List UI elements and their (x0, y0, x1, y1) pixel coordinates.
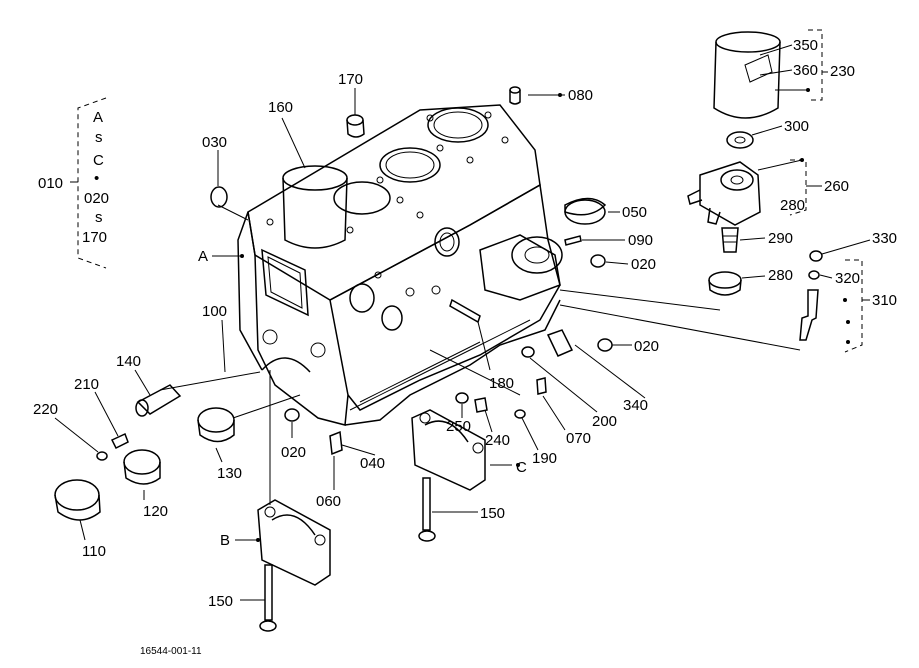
oil-pump-090 (511, 199, 606, 274)
label-080: 080 (568, 87, 593, 104)
label-350: 350 (793, 37, 818, 54)
label-330: 330 (872, 230, 897, 247)
plug-020-lower (597, 338, 613, 352)
stud-180 (449, 298, 481, 324)
main-bearing-case-B (257, 499, 331, 586)
label-240: 240 (485, 432, 510, 449)
camshaft-bushing-140 (135, 384, 182, 417)
plug-040 (329, 430, 343, 456)
label-150-lower: 150 (208, 593, 233, 610)
label-020-front: 020 (281, 444, 306, 461)
label-300: 300 (784, 118, 809, 135)
group-item-sep-1: s (95, 129, 103, 146)
cylinder-block-drawing (237, 104, 561, 426)
label-200: 200 (592, 413, 617, 430)
label-280-upper: 280 (780, 197, 805, 214)
bushing-110 (54, 479, 101, 521)
label-150-upper: 150 (480, 505, 505, 522)
plug-050 (564, 197, 607, 216)
label-210: 210 (74, 376, 99, 393)
label-100: 100 (202, 303, 227, 320)
plug-170 (346, 114, 365, 138)
group-item-a: A (93, 109, 103, 126)
label-090: 090 (628, 232, 653, 249)
switch-340 (546, 329, 574, 357)
label-290: 290 (768, 230, 793, 247)
group-item-c: C (93, 152, 104, 169)
label-170: 170 (338, 71, 363, 88)
bolt-150-upper (418, 477, 436, 542)
fitting-310 (799, 250, 823, 341)
label-030: 030 (202, 134, 227, 151)
oil-cooler-260 (687, 161, 761, 226)
label-160: 160 (268, 99, 293, 116)
plug-070 (536, 377, 547, 395)
plug-200 (521, 346, 535, 358)
label-140: 140 (116, 353, 141, 370)
group-label: 010 (38, 175, 63, 192)
leader-lines (54, 29, 871, 601)
callout-labels: 160 170 080 030 A 350 360 230 300 260 28… (33, 37, 897, 610)
plug-020-front (284, 408, 300, 422)
label-c: C (516, 459, 527, 476)
label-340: 340 (623, 397, 648, 414)
label-a: A (198, 248, 208, 265)
group-item-170: 170 (82, 229, 107, 246)
label-050: 050 (622, 204, 647, 221)
pipe-290 (721, 227, 739, 253)
label-020-lower: 020 (634, 338, 659, 355)
group-item-020: 020 (84, 190, 109, 207)
leader-dots (240, 88, 850, 542)
plug-240 (474, 397, 488, 413)
group-bracket: 010 A s C • 020 s 170 (38, 97, 109, 269)
washer-250 (455, 392, 469, 404)
cylinder-liner-160 (282, 165, 348, 249)
label-110: 110 (82, 543, 106, 560)
bushing-130 (197, 407, 235, 443)
label-b: B (220, 532, 230, 549)
label-130: 130 (217, 465, 242, 482)
stud-090 (564, 235, 582, 246)
main-bearing-case-C (411, 409, 486, 491)
label-040: 040 (360, 455, 385, 472)
bolt-150-lower (259, 564, 277, 632)
label-220: 220 (33, 401, 58, 418)
label-060: 060 (316, 493, 341, 510)
label-250: 250 (446, 418, 471, 435)
label-120: 120 (143, 503, 168, 520)
label-310: 310 (872, 292, 897, 309)
plug-190 (514, 409, 526, 419)
label-360: 360 (793, 62, 818, 79)
label-190: 190 (532, 450, 557, 467)
label-070: 070 (566, 430, 591, 447)
label-260: 260 (824, 178, 849, 195)
plug-080 (509, 86, 521, 105)
label-230: 230 (830, 63, 855, 80)
washer-220 (96, 451, 108, 461)
bushing-120 (123, 449, 161, 485)
plug-020-right (590, 254, 606, 268)
plug-210 (110, 432, 129, 450)
group-item-sep-2: s (95, 209, 103, 226)
gasket-280 (708, 271, 742, 296)
label-320: 320 (835, 270, 860, 287)
oil-filter-230 (713, 31, 781, 149)
label-020-right: 020 (631, 256, 656, 273)
group-item-dot: • (94, 170, 99, 187)
drawing-number: 16544-001-11 (140, 646, 202, 657)
label-280-lower: 280 (768, 267, 793, 284)
label-180: 180 (489, 375, 514, 392)
plug-030 (210, 186, 228, 208)
